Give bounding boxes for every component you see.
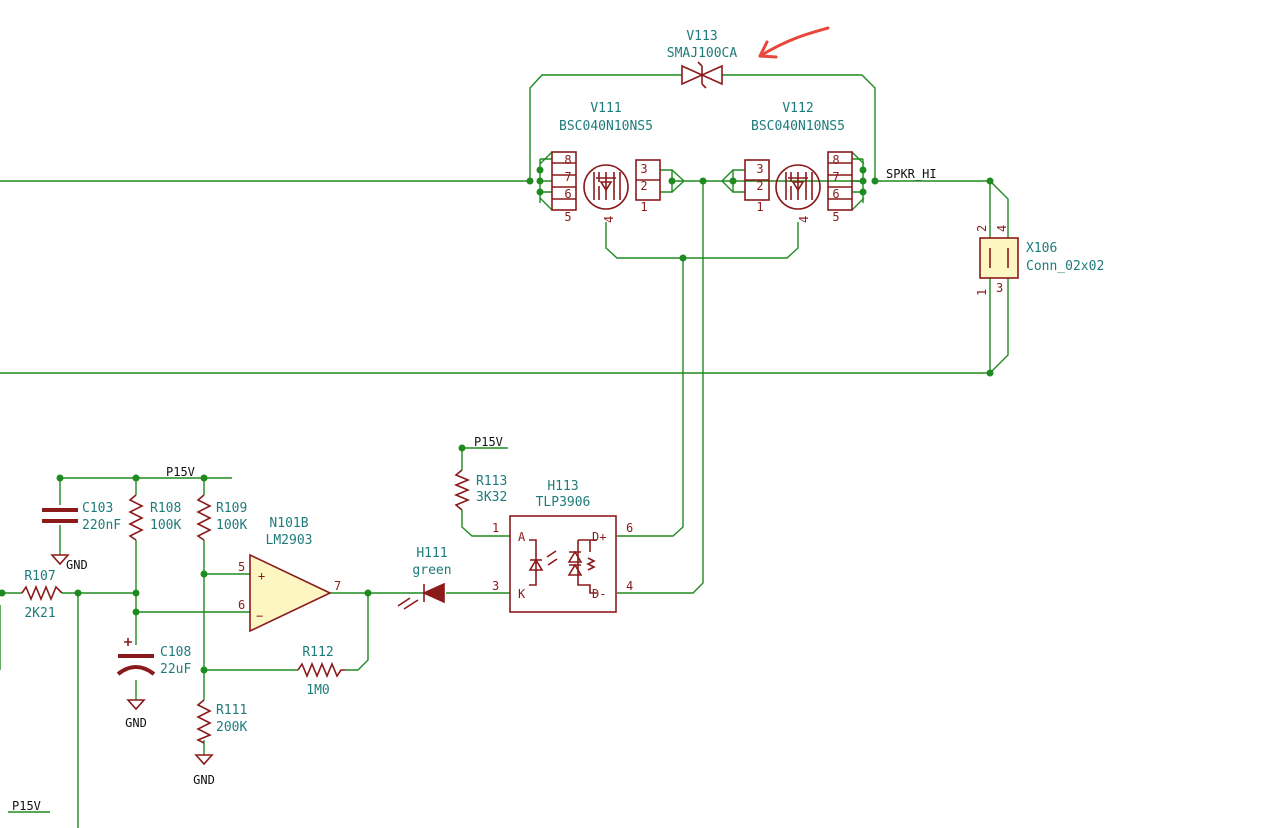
- resistor-r107[interactable]: R107 2K21: [21, 569, 63, 621]
- net-label-p15v-bottom: P15V: [12, 799, 41, 813]
- v112-pin-1: 1: [756, 200, 763, 214]
- tvs-diode-v113[interactable]: V113 SMAJ100CA: [667, 29, 738, 89]
- v111-pin-5: 5: [564, 210, 571, 224]
- r108-ref: R108: [150, 501, 181, 516]
- h113-pin-a: A: [518, 530, 526, 544]
- junction-dots: [0, 166, 994, 674]
- mosfet-v111[interactable]: 8 7 6 5 3 2 1 4 V111 BSC040N10NS5: [551, 101, 661, 224]
- h111-ref: H111: [416, 546, 447, 561]
- v112-pin-8: 8: [832, 153, 839, 167]
- v112-pin-3: 3: [756, 162, 763, 176]
- c108-value: 22uF: [160, 662, 191, 677]
- resistor-r112[interactable]: R112 1M0: [297, 645, 345, 698]
- h111-value: green: [412, 563, 451, 578]
- connector-x106[interactable]: 2 4 1 3 X106 Conn_02x02: [975, 225, 1104, 296]
- mosfet-v112[interactable]: 3 2 1 8 7 6 5 4 V112 BSC040N10NS5: [744, 101, 853, 224]
- v113-value: SMAJ100CA: [667, 46, 738, 61]
- r109-value: 100K: [216, 518, 247, 533]
- v111-pin-1: 1: [640, 200, 647, 214]
- gnd-symbol-r111: GND: [193, 754, 215, 787]
- x106-pin-3: 3: [996, 281, 1003, 295]
- v111-pin-3: 3: [640, 162, 647, 176]
- c103-ref: C103: [82, 501, 113, 516]
- gnd-label-c108: GND: [125, 716, 147, 730]
- v112-pin-6: 6: [832, 187, 839, 201]
- v111-pin-6: 6: [564, 187, 571, 201]
- r107-ref: R107: [24, 569, 55, 584]
- h113-pin-dplus: D+: [592, 530, 606, 544]
- r108-value: 100K: [150, 518, 181, 533]
- resistor-r108[interactable]: R108 100K: [128, 494, 181, 541]
- v111-pin-2: 2: [640, 179, 647, 193]
- h113-value: TLP3906: [536, 495, 591, 510]
- h113-pin-4: 4: [626, 579, 633, 593]
- resistor-r111[interactable]: R111 200K: [196, 699, 247, 744]
- x106-pin-2: 2: [975, 225, 989, 232]
- optocoupler-h113[interactable]: A K D+ D- 1 3 6 4 H113 TLP3906: [492, 479, 633, 613]
- h113-pin-3: 3: [492, 579, 499, 593]
- v112-value: BSC040N10NS5: [751, 119, 845, 134]
- v112-pin-5: 5: [832, 210, 839, 224]
- resistor-r113[interactable]: R113 3K32: [453, 469, 507, 511]
- x106-pin-4: 4: [995, 225, 1009, 232]
- net-label-spkr-hi: SPKR_HI: [886, 167, 937, 181]
- r113-value: 3K32: [476, 490, 507, 505]
- gnd-symbol-c103: GND: [50, 554, 88, 572]
- v112-pin-4: 4: [797, 216, 811, 223]
- gnd-symbol-c108: GND: [125, 699, 147, 730]
- capacitor-c108[interactable]: C108 22uF: [116, 638, 191, 677]
- v113-ref: V113: [686, 29, 717, 44]
- opamp-n101b[interactable]: + − 5 6 7 N101B LM2903: [238, 516, 341, 633]
- r109-ref: R109: [216, 501, 247, 516]
- v111-pin-8: 8: [564, 153, 571, 167]
- n101b-value: LM2903: [266, 533, 313, 548]
- h113-ref: H113: [547, 479, 578, 494]
- h113-pin-dminus: D-: [592, 587, 606, 601]
- r111-value: 200K: [216, 720, 247, 735]
- net-label-p15v-r113: P15V: [474, 435, 503, 449]
- gnd-label-c103: GND: [66, 558, 88, 572]
- c103-value: 220nF: [82, 518, 121, 533]
- annotation-arrow: [758, 26, 830, 59]
- v111-value: BSC040N10NS5: [559, 119, 653, 134]
- net-label-p15v-rail: P15V: [166, 465, 195, 479]
- r112-ref: R112: [302, 645, 333, 660]
- h113-pin-1: 1: [492, 521, 499, 535]
- r112-value: 1M0: [306, 683, 329, 698]
- r111-ref: R111: [216, 703, 247, 718]
- c108-ref: C108: [160, 645, 191, 660]
- n101b-ref: N101B: [269, 516, 308, 531]
- v111-pin-4: 4: [602, 216, 616, 223]
- v112-ref: V112: [782, 101, 813, 116]
- v111-pin-7: 7: [564, 170, 571, 184]
- x106-pin-1: 1: [975, 289, 989, 296]
- n101b-pin-5: 5: [238, 560, 245, 574]
- n101b-pin-6: 6: [238, 598, 245, 612]
- gnd-label-r111: GND: [193, 773, 215, 787]
- v111-ref: V111: [590, 101, 621, 116]
- resistor-r109[interactable]: R109 100K: [196, 494, 247, 541]
- x106-ref: X106: [1026, 241, 1057, 256]
- x106-value: Conn_02x02: [1026, 259, 1104, 274]
- wires: [0, 74, 1009, 828]
- n101b-pin-7: 7: [334, 579, 341, 593]
- n101b-minus: −: [256, 609, 263, 623]
- v112-pin-2: 2: [756, 179, 763, 193]
- h113-pin-6: 6: [626, 521, 633, 535]
- r113-ref: R113: [476, 474, 507, 489]
- h113-pin-k: K: [518, 587, 526, 601]
- capacitor-c103[interactable]: C103 220nF: [42, 501, 121, 533]
- n101b-plus: +: [258, 569, 265, 583]
- led-h111[interactable]: H111 green: [397, 546, 452, 610]
- r107-value: 2K21: [24, 606, 55, 621]
- v112-pin-7: 7: [832, 170, 839, 184]
